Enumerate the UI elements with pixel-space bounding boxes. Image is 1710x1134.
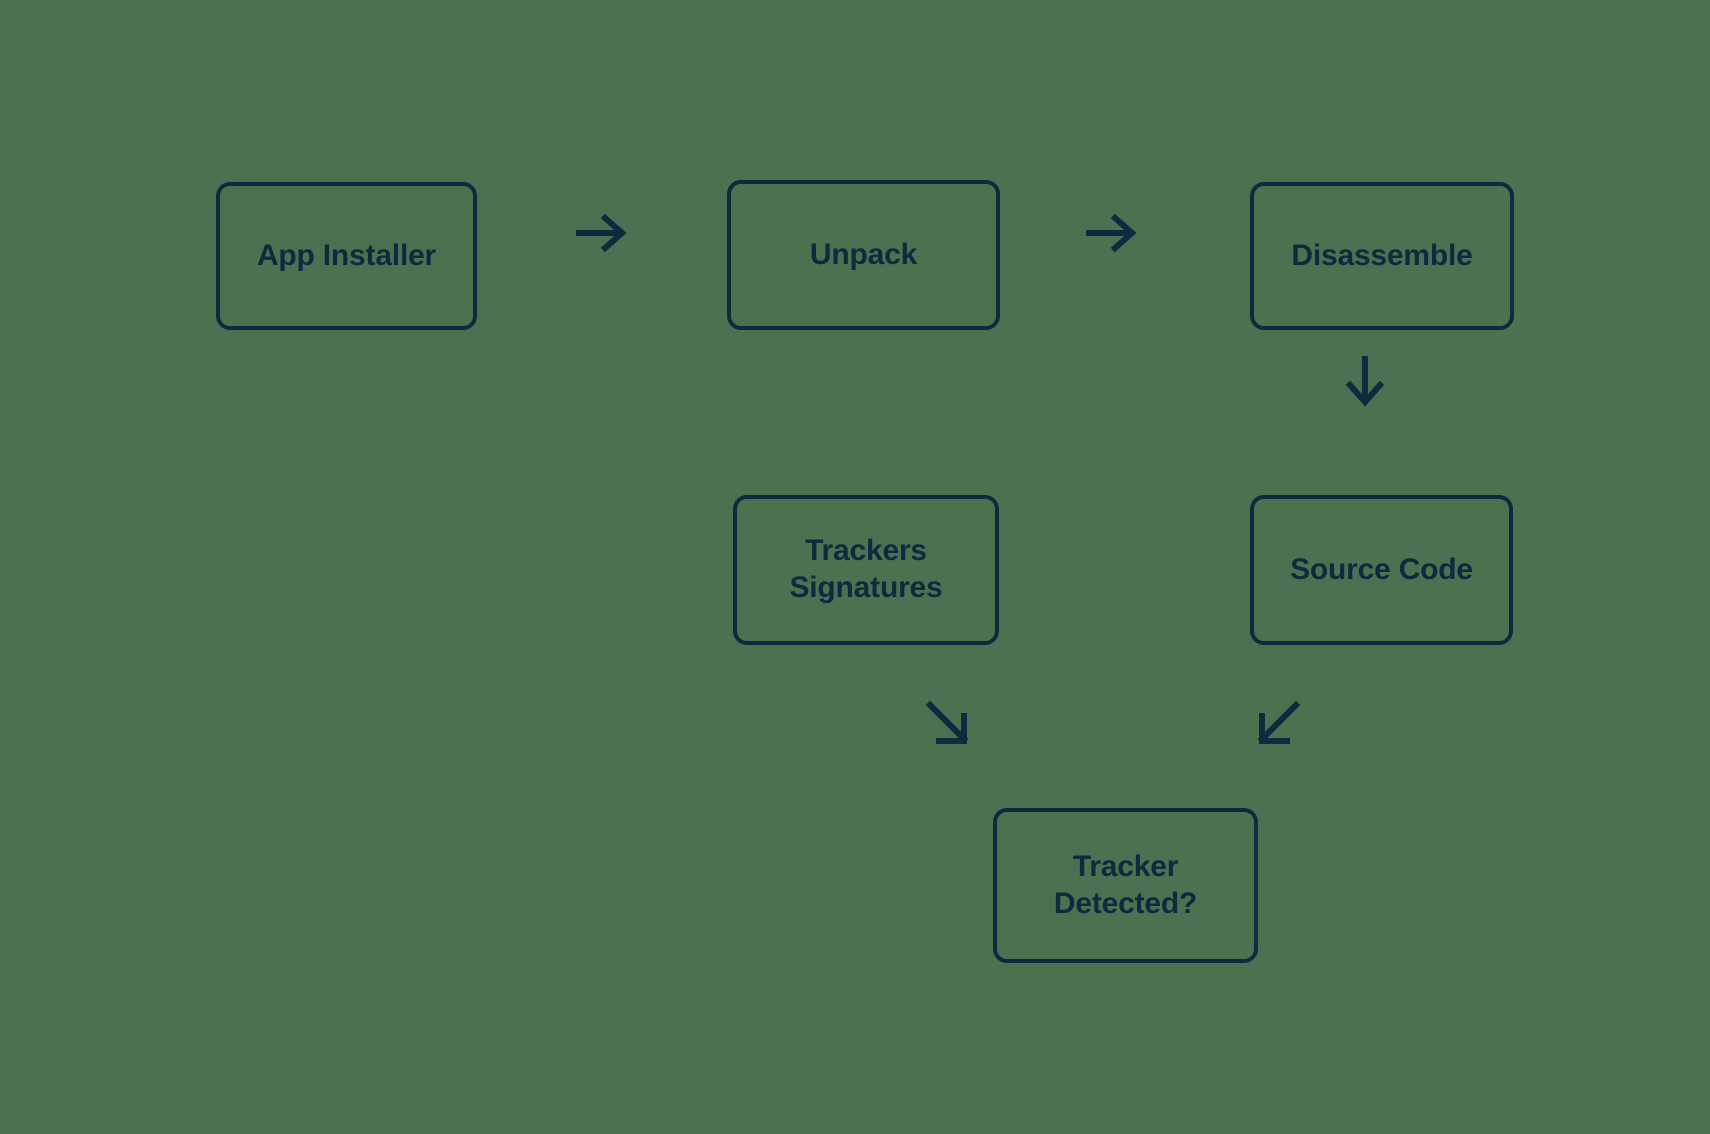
node-app-installer[interactable]: App Installer (216, 182, 477, 330)
node-label-app-installer: App Installer (256, 238, 437, 272)
node-source-code[interactable]: Source Code (1250, 495, 1513, 645)
node-label-tracker-detected: Tracker Detected? (1053, 849, 1198, 920)
node-label-trackers-signatures: Trackers Signatures (789, 534, 943, 604)
node-label-unpack: Unpack (809, 237, 918, 271)
node-label-source-code: Source Code (1290, 552, 1473, 586)
node-disassemble[interactable]: Disassemble (1250, 182, 1514, 330)
node-label-disassemble: Disassemble (1291, 238, 1473, 272)
node-tracker-detected[interactable]: Tracker Detected? (993, 808, 1258, 963)
arrow-source-code-to-detected (1252, 697, 1304, 749)
arrow-disassemble-to-source-code (1339, 355, 1391, 407)
node-unpack[interactable]: Unpack (727, 180, 1000, 330)
arrow-app-installer-to-unpack (575, 207, 627, 259)
arrow-unpack-to-disassemble (1085, 207, 1137, 259)
arrow-trackers-signatures-to-detected (922, 697, 974, 749)
node-trackers-signatures[interactable]: Trackers Signatures (733, 495, 999, 645)
